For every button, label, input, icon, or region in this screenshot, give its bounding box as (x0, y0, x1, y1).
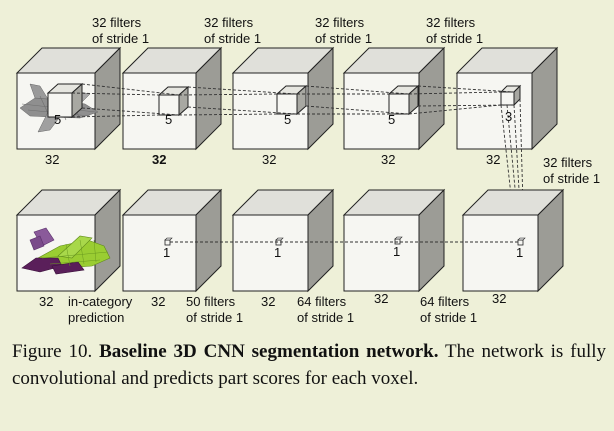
svg-text:of stride 1: of stride 1 (426, 31, 483, 46)
bottom-kernel-3 (394, 236, 403, 245)
bottom-kernel-2 (275, 237, 284, 246)
bottom-kernel-4 (517, 237, 526, 246)
bottom-cube-4 (342, 188, 446, 293)
top-kernel-size-3: 5 (284, 112, 291, 127)
kernel-cube-2 (157, 85, 190, 117)
bottom-filter-label-1: 50 filters of stride 1 (186, 294, 243, 325)
top-filter-label-1: 32 filters of stride 1 (92, 15, 149, 46)
bottom-cube-size-3: 32 (261, 294, 275, 309)
segmented-airplane-voxels (21, 227, 111, 275)
top-cube-2 (121, 46, 223, 151)
svg-text:32 filters: 32 filters (426, 15, 476, 30)
figure-caption: Figure 10. Baseline 3D CNN segmentation … (12, 338, 606, 392)
bottom-cube-3 (231, 188, 335, 293)
svg-text:in-category: in-category (68, 294, 133, 309)
svg-text:64 filters: 64 filters (297, 294, 347, 309)
right-filter-label: 32 filters of stride 1 (543, 155, 600, 186)
caption-title: Baseline 3D CNN segmentation network. (99, 341, 439, 362)
svg-text:of stride 1: of stride 1 (297, 310, 354, 325)
bottom-cube-5 (461, 188, 565, 293)
svg-text:of stride 1: of stride 1 (204, 31, 261, 46)
top-cube-size-1: 32 (45, 152, 59, 167)
bottom-cube-1 (15, 188, 122, 293)
bottom-kernel-1 (164, 237, 173, 246)
bottom-kernel-size-2: 1 (274, 245, 281, 260)
svg-text:of stride 1: of stride 1 (420, 310, 477, 325)
top-cube-size-3: 32 (262, 152, 276, 167)
bottom-kernel-size-1: 1 (163, 245, 170, 260)
bottom-kernel-size-3: 1 (393, 244, 400, 259)
top-kernel-size-4: 5 (388, 112, 395, 127)
caption-body: The network is fully convolutional and p… (12, 341, 606, 389)
kernel-cube-3 (275, 84, 308, 116)
kernel-cube-4 (387, 84, 420, 116)
bottom-cube-size-4: 32 (374, 291, 388, 306)
top-projection-lines (71, 83, 515, 118)
top-kernel-size-2: 5 (165, 112, 172, 127)
svg-text:of stride 1: of stride 1 (543, 171, 600, 186)
svg-text:of stride 1: of stride 1 (315, 31, 372, 46)
svg-text:32 filters: 32 filters (543, 155, 593, 170)
top-cube-4 (342, 46, 446, 151)
svg-text:64 filters: 64 filters (420, 294, 470, 309)
bottom-cube-size-5: 32 (492, 291, 506, 306)
svg-text:50 filters: 50 filters (186, 294, 236, 309)
top-filter-label-4: 32 filters of stride 1 (426, 15, 483, 46)
top-cube-size-2: 32 (152, 152, 166, 167)
cnn-architecture-diagram: 32 filters of stride 1 32 filters of str… (15, 15, 600, 325)
bottom-filter-label-2: 64 filters of stride 1 (297, 294, 354, 325)
kernel-cube-5 (499, 84, 522, 107)
prediction-label: in-category prediction (68, 294, 133, 325)
svg-text:of stride 1: of stride 1 (92, 31, 149, 46)
top-cube-size-5: 32 (486, 152, 500, 167)
top-cube-size-4: 32 (381, 152, 395, 167)
bottom-cube-size-1: 32 (39, 294, 53, 309)
bottom-filter-label-3: 64 filters of stride 1 (420, 294, 477, 325)
svg-text:of stride 1: of stride 1 (186, 310, 243, 325)
svg-text:32 filters: 32 filters (204, 15, 254, 30)
top-kernel-size-5: 3 (505, 109, 512, 124)
bottom-kernel-size-4: 1 (516, 245, 523, 260)
bottom-cube-size-2: 32 (151, 294, 165, 309)
top-filter-label-3: 32 filters of stride 1 (315, 15, 372, 46)
top-filter-label-2: 32 filters of stride 1 (204, 15, 261, 46)
svg-text:prediction: prediction (68, 310, 124, 325)
svg-text:32 filters: 32 filters (92, 15, 142, 30)
caption-label: Figure 10. (12, 341, 93, 362)
svg-text:32 filters: 32 filters (315, 15, 365, 30)
top-kernel-size-1: 5 (54, 112, 61, 127)
bottom-cube-2 (121, 188, 223, 293)
